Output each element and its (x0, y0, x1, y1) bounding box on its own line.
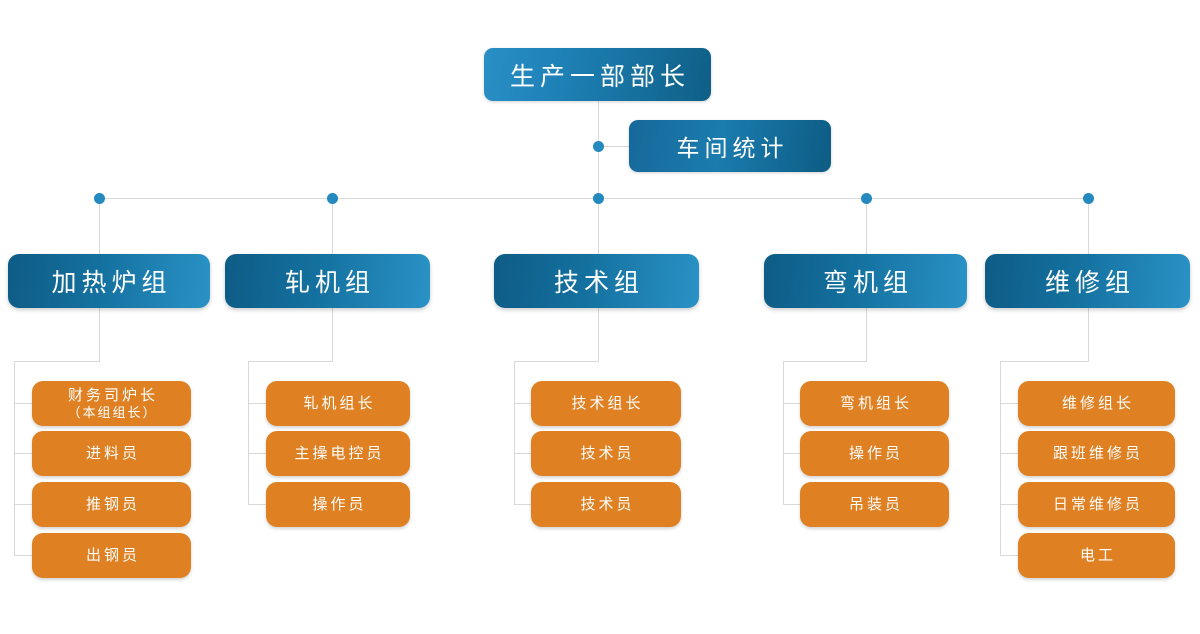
connector-group-drop-3 (598, 198, 599, 254)
connector-col3-crossover (514, 361, 599, 362)
node-role-label: 轧机组长 (303, 394, 376, 412)
node-group-bending-machine[interactable]: 弯机组 (764, 254, 967, 308)
node-role-electrician[interactable]: 电工 (1018, 533, 1175, 578)
node-role-label: 财务司炉长 (67, 386, 158, 404)
connector-col3-stub-2 (514, 453, 536, 454)
connector-dot-group-5 (1083, 193, 1094, 204)
node-role-main-electrical-operator[interactable]: 主操电控员 (266, 431, 410, 476)
node-root-director[interactable]: 生产一部部长 (484, 48, 711, 101)
node-role-operator-bending[interactable]: 操作员 (800, 431, 949, 476)
node-group-technical[interactable]: 技术组 (494, 254, 699, 308)
node-role-label: 技术员 (580, 495, 635, 513)
connector-dot-group-1 (94, 193, 105, 204)
node-role-daily-maintenance[interactable]: 日常维修员 (1018, 482, 1175, 527)
node-role-label: 维修组长 (1061, 394, 1134, 412)
connector-col2-spine (248, 361, 249, 504)
node-group-rolling-mill[interactable]: 轧机组 (225, 254, 430, 308)
node-role-steel-tapper[interactable]: 出钢员 (32, 533, 191, 578)
connector-col1-stub-2 (14, 453, 36, 454)
node-role-steel-pusher[interactable]: 推钢员 (32, 482, 191, 527)
connector-col1-stub-1 (14, 403, 36, 404)
node-role-label: 主操电控员 (294, 444, 385, 462)
connector-col4-spine (783, 361, 784, 504)
connector-col5-stub-4 (1000, 555, 1022, 556)
connector-dot-group-4 (861, 193, 872, 204)
connector-col3-stub-1 (514, 403, 536, 404)
node-role-bending-leader[interactable]: 弯机组长 (800, 381, 949, 426)
connector-col1-crossover (14, 361, 100, 362)
node-role-rolling-mill-leader[interactable]: 轧机组长 (266, 381, 410, 426)
connector-group-drop-5 (1088, 198, 1089, 254)
connector-col5-crossover (1000, 361, 1089, 362)
connector-col5-stub-3 (1000, 504, 1022, 505)
connector-staff-stub (598, 146, 630, 147)
node-role-sublabel: （本组组长） (67, 404, 158, 420)
node-group-label: 弯机组 (822, 269, 913, 297)
node-role-maintenance-leader[interactable]: 维修组长 (1018, 381, 1175, 426)
node-role-label: 跟班维修员 (1052, 444, 1143, 462)
node-role-feeder[interactable]: 进料员 (32, 431, 191, 476)
node-role-technician-2[interactable]: 技术员 (531, 482, 681, 527)
connector-group-drop-2 (332, 198, 333, 254)
node-group-label: 轧机组 (284, 269, 375, 297)
connector-col2-stub-1 (248, 403, 270, 404)
connector-col3-dropdown (598, 308, 599, 361)
node-role-hoisting-worker[interactable]: 吊装员 (800, 482, 949, 527)
connector-col4-dropdown (866, 308, 867, 361)
node-group-label: 加热炉组 (51, 269, 172, 297)
node-role-label: 弯机组长 (839, 394, 912, 412)
node-role-technician-1[interactable]: 技术员 (531, 431, 681, 476)
connector-col1-stub-4 (14, 555, 36, 556)
connector-col5-spine (1000, 361, 1001, 555)
node-root-label: 生产一部部长 (509, 62, 690, 91)
connector-group-drop-4 (866, 198, 867, 254)
connector-col3-spine (514, 361, 515, 504)
connector-dot-group-3 (593, 193, 604, 204)
node-role-label: 操作员 (848, 444, 903, 462)
connector-col4-stub-1 (783, 403, 805, 404)
node-role-chief-stoker[interactable]: 财务司炉长 （本组组长） (32, 381, 191, 426)
connector-col5-dropdown (1088, 308, 1089, 361)
node-staff-workshop-statistics[interactable]: 车间统计 (629, 120, 831, 172)
connector-col4-stub-2 (783, 453, 805, 454)
node-role-label: 操作员 (312, 495, 367, 513)
node-role-label: 技术组长 (571, 394, 644, 412)
connector-col3-stub-3 (514, 504, 536, 505)
node-group-heating-furnace[interactable]: 加热炉组 (8, 254, 210, 308)
connector-dot-group-2 (327, 193, 338, 204)
connector-col5-stub-1 (1000, 403, 1022, 404)
node-group-maintenance[interactable]: 维修组 (985, 254, 1190, 308)
node-role-technical-leader[interactable]: 技术组长 (531, 381, 681, 426)
node-role-label: 出钢员 (85, 546, 140, 564)
node-role-operator-mill[interactable]: 操作员 (266, 482, 410, 527)
node-staff-label: 车间统计 (676, 135, 789, 161)
node-role-label: 进料员 (85, 444, 140, 462)
node-role-label: 日常维修员 (1052, 495, 1143, 513)
node-group-label: 技术组 (553, 269, 644, 297)
connector-dot-staff (593, 141, 604, 152)
connector-col1-dropdown (99, 308, 100, 361)
node-role-label: 电工 (1079, 546, 1116, 564)
connector-group-drop-1 (99, 198, 100, 254)
node-role-label: 吊装员 (848, 495, 903, 513)
connector-col2-stub-3 (248, 504, 270, 505)
node-group-label: 维修组 (1044, 269, 1135, 297)
connector-col2-crossover (248, 361, 333, 362)
connector-col2-dropdown (332, 308, 333, 361)
node-role-label: 技术员 (580, 444, 635, 462)
connector-col1-stub-3 (14, 504, 36, 505)
connector-col4-stub-3 (783, 504, 805, 505)
connector-col4-crossover (783, 361, 867, 362)
node-role-label: 推钢员 (85, 495, 140, 513)
connector-col1-spine (14, 361, 15, 555)
node-role-shift-maintenance[interactable]: 跟班维修员 (1018, 431, 1175, 476)
connector-col5-stub-2 (1000, 453, 1022, 454)
connector-col2-stub-2 (248, 453, 270, 454)
